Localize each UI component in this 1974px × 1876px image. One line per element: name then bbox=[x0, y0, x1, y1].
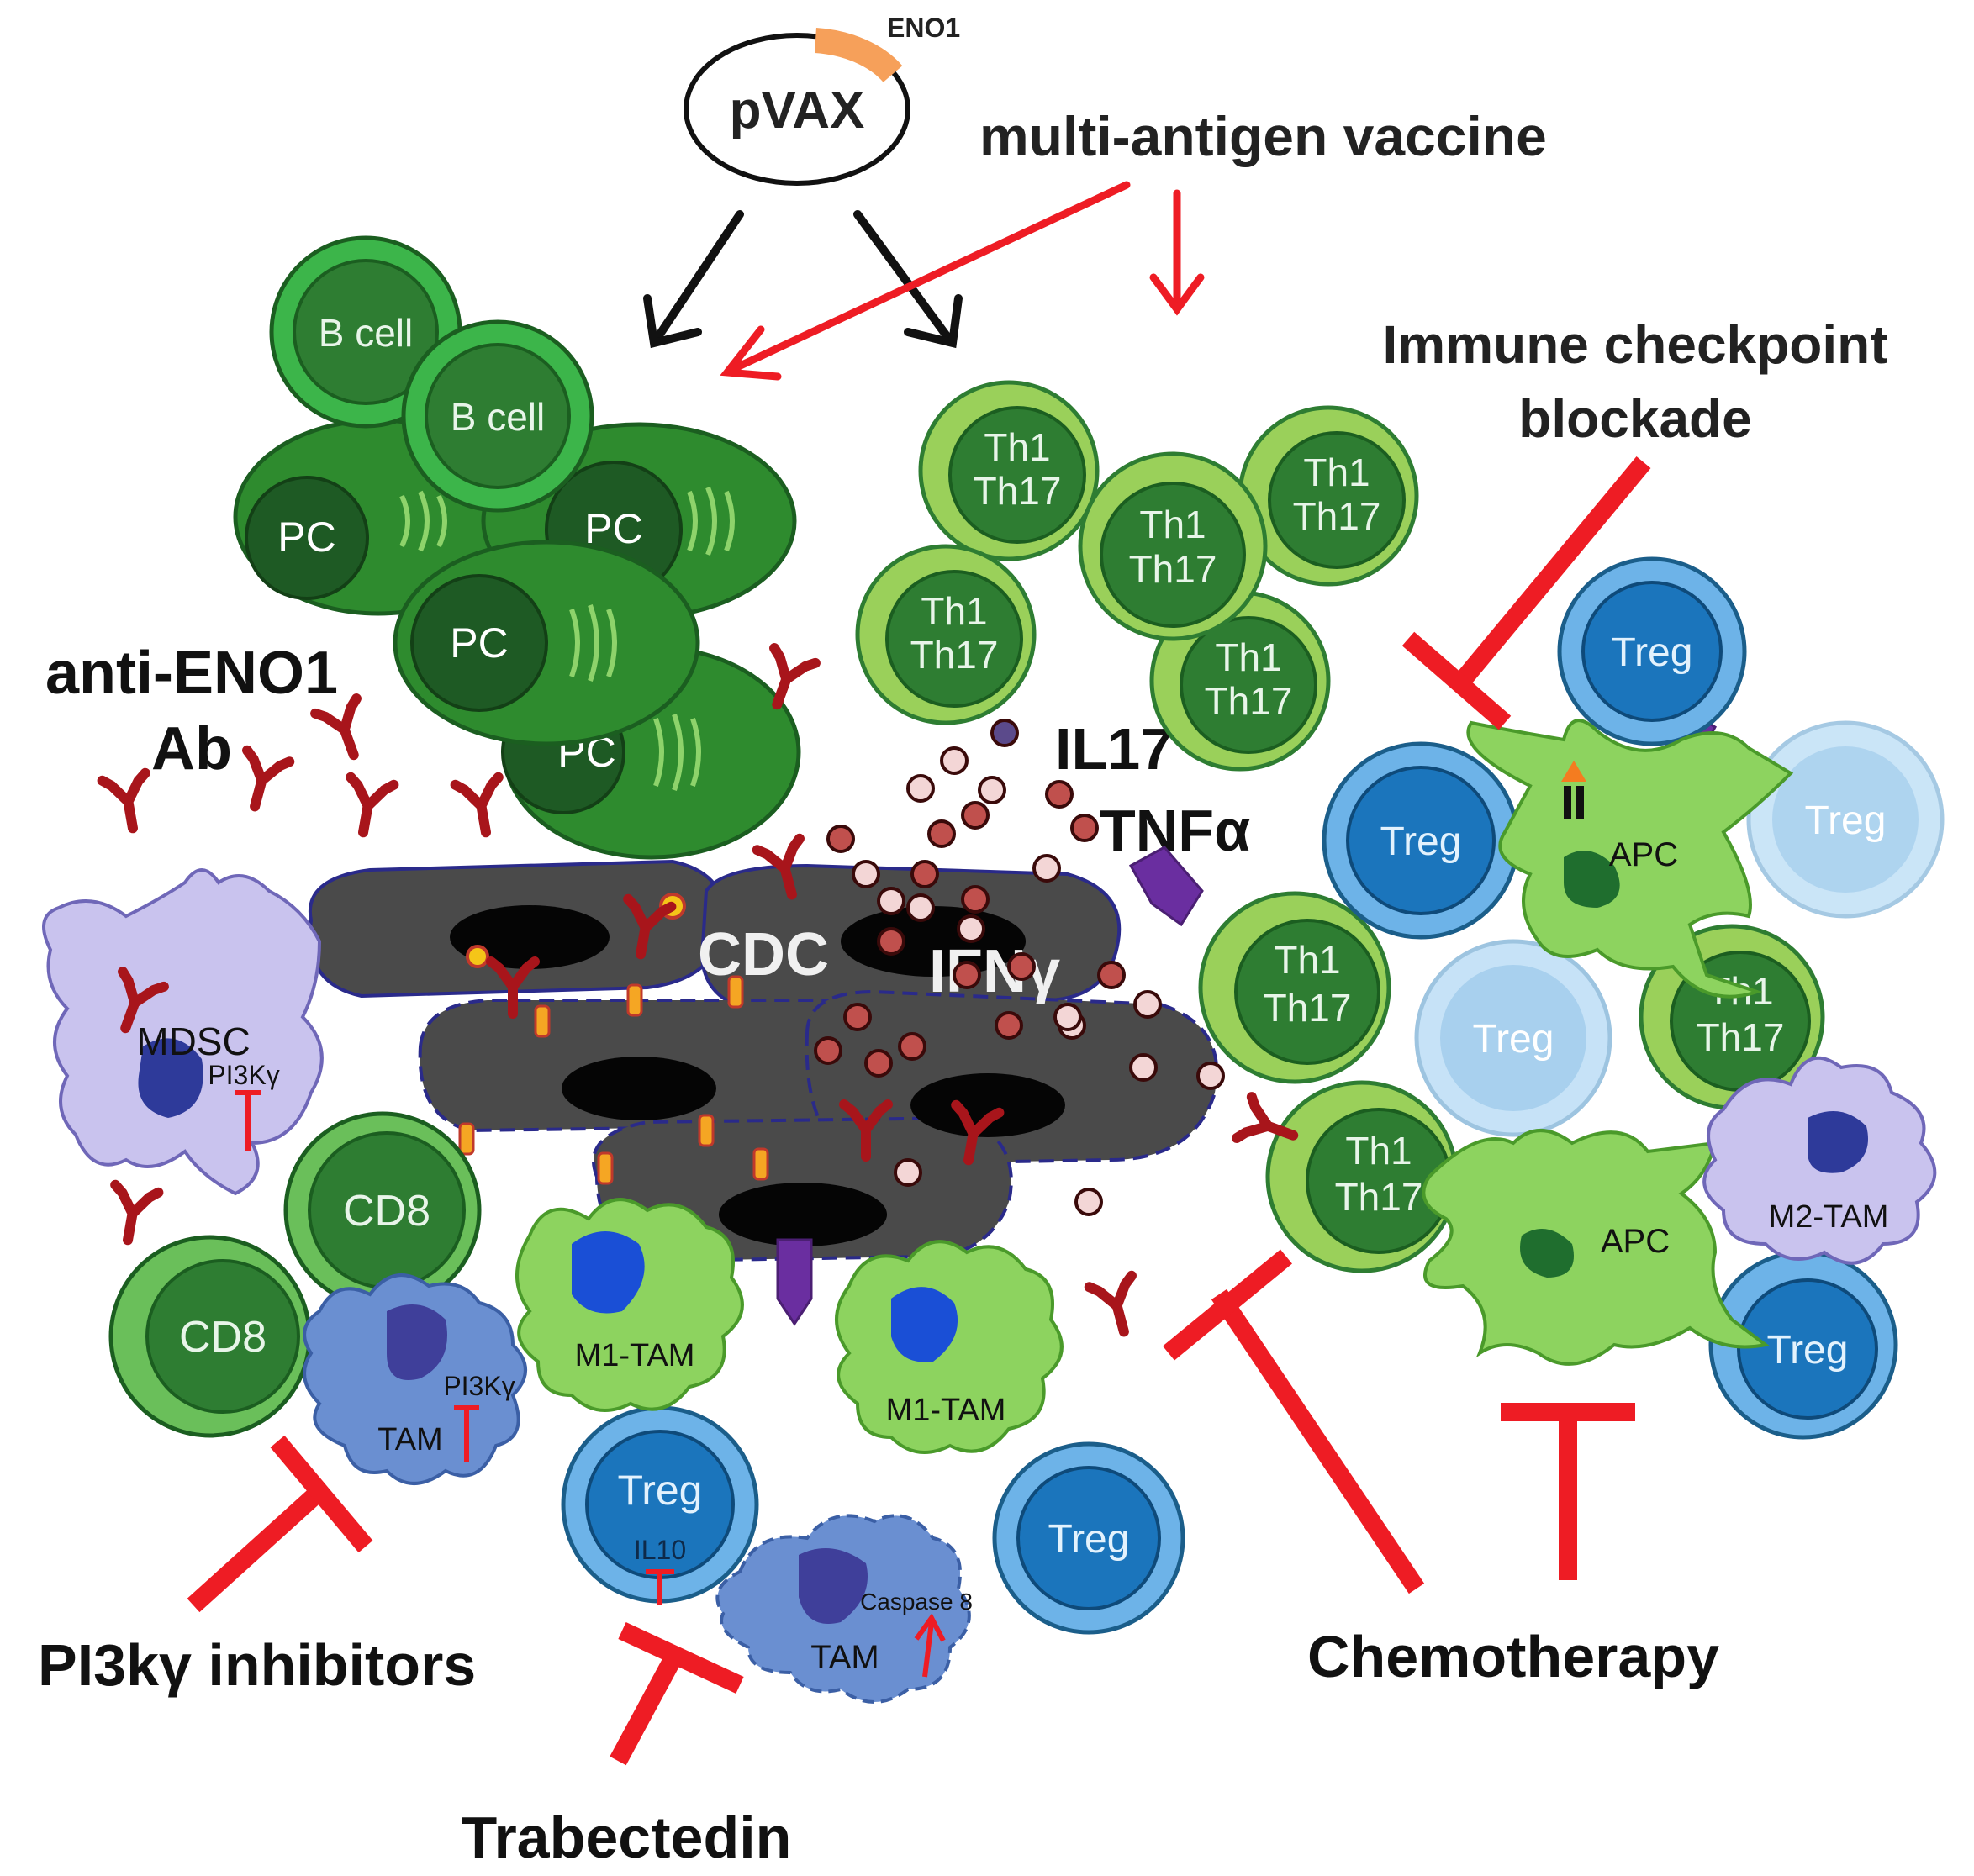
th-cell: Th1 Th17 bbox=[1238, 405, 1419, 587]
th-cell: Th1 Th17 bbox=[855, 544, 1037, 725]
inhibit-pi3k bbox=[187, 1435, 373, 1613]
ifn-label: IFNγ bbox=[929, 938, 1060, 1005]
il10-label: IL10 bbox=[634, 1535, 686, 1565]
treg-cell: Treg bbox=[1557, 556, 1747, 746]
tam-cell: PI3Kγ TAM bbox=[303, 1273, 527, 1485]
treg-label: Treg bbox=[1473, 1017, 1554, 1062]
anti-eno1-label-1: anti-ENO1 bbox=[45, 640, 338, 707]
th17-label: Th17 bbox=[1205, 679, 1293, 723]
th-cell: Th1 Th17 bbox=[918, 380, 1100, 561]
m1-tam-cell: M1-TAM bbox=[835, 1240, 1064, 1454]
treg-cell: Treg bbox=[1708, 1250, 1898, 1440]
th17-label: Th17 bbox=[1293, 494, 1381, 538]
pc-label: PC bbox=[584, 505, 642, 552]
th17-label: Th17 bbox=[1264, 986, 1352, 1030]
tam-label: TAM bbox=[377, 1422, 442, 1457]
checkpoint-label-2: blockade bbox=[1518, 388, 1751, 449]
plasma-cell: PC bbox=[393, 540, 700, 746]
antigen-label: ENO1 bbox=[887, 13, 960, 43]
th1-label: Th1 bbox=[1274, 938, 1340, 982]
inhibit-chemo-1 bbox=[1163, 1249, 1425, 1594]
apc-label: APC bbox=[1609, 836, 1678, 873]
th-cell: Th1 Th17 bbox=[1078, 451, 1268, 641]
m2-tam-cell: M2-TAM bbox=[1702, 1056, 1937, 1265]
tumor-nuclei bbox=[450, 905, 1065, 1246]
trabectedin-label: Trabectedin bbox=[462, 1805, 792, 1870]
pc-label: PC bbox=[450, 619, 508, 667]
th17-label: Th17 bbox=[1335, 1175, 1423, 1219]
th1-label: Th1 bbox=[1215, 635, 1281, 679]
treg-cell: Treg bbox=[992, 1441, 1185, 1635]
apc-label: APC bbox=[1601, 1223, 1670, 1260]
caspase-label: Caspase 8 bbox=[860, 1589, 973, 1615]
th1-label: Th1 bbox=[1303, 451, 1370, 494]
th-cell: Th1 Th17 bbox=[1198, 891, 1391, 1084]
b-cell-label: B cell bbox=[451, 395, 545, 439]
th17-label: Th17 bbox=[1129, 547, 1217, 591]
treg-label: Treg bbox=[1805, 798, 1887, 843]
apc-cell: APC bbox=[1422, 1129, 1770, 1366]
chemotherapy-label: Chemotherapy bbox=[1307, 1624, 1719, 1689]
treg-cell: Treg IL10 bbox=[561, 1405, 759, 1605]
cytokine-dots bbox=[814, 719, 1225, 1216]
inhibit-trabectedin bbox=[610, 1622, 744, 1766]
plasmid-label: pVAX bbox=[730, 82, 865, 140]
th1-label: Th1 bbox=[984, 425, 1050, 469]
m1-tam-cell: M1-TAM bbox=[515, 1198, 744, 1412]
m2-tam-label: M2-TAM bbox=[1769, 1199, 1889, 1235]
inhibit-checkpoint bbox=[1401, 456, 1651, 730]
plasmid-arrows bbox=[643, 210, 963, 349]
th17-label: Th17 bbox=[974, 469, 1062, 513]
tam-caspase-cell: Caspase 8 TAM bbox=[715, 1514, 973, 1704]
m1-tam-label: M1-TAM bbox=[575, 1338, 695, 1373]
tnf-label: TNFα bbox=[1100, 798, 1250, 863]
th1-label: Th1 bbox=[1139, 503, 1206, 546]
cd8-label: CD8 bbox=[343, 1187, 430, 1236]
pc-label: PC bbox=[277, 514, 335, 561]
vaccine-arrows bbox=[720, 181, 1205, 381]
treg-label: Treg bbox=[1612, 630, 1693, 675]
b-cell-label: B cell bbox=[319, 311, 413, 355]
il17-label: IL17 bbox=[1055, 716, 1173, 782]
treg-label: Treg bbox=[1767, 1328, 1849, 1373]
m1-tam-label: M1-TAM bbox=[886, 1393, 1006, 1428]
treg-label: Treg bbox=[1380, 819, 1462, 864]
tam-label: TAM bbox=[810, 1639, 879, 1676]
pi3kg-label: PI3Kγ bbox=[443, 1371, 515, 1401]
plasmid-pvax: pVAX ENO1 bbox=[684, 13, 960, 186]
mdsc-cell: MDSC PI3Kγ bbox=[42, 868, 324, 1196]
treg-label: Treg bbox=[1048, 1517, 1130, 1562]
treg-cell: Treg bbox=[1414, 939, 1612, 1137]
th17-label: Th17 bbox=[910, 633, 999, 677]
treg-label: Treg bbox=[618, 1467, 703, 1514]
checkpoint-label-1: Immune checkpoint bbox=[1383, 314, 1888, 375]
th1-label: Th1 bbox=[921, 589, 987, 633]
treg-cell: Treg bbox=[1746, 720, 1945, 919]
anti-eno1-label-2: Ab bbox=[151, 715, 232, 783]
th1-label: Th1 bbox=[1345, 1129, 1412, 1172]
apc-cell: APC bbox=[1466, 719, 1794, 999]
cd8-cell: CD8 bbox=[283, 1111, 482, 1310]
th17-label: Th17 bbox=[1697, 1015, 1785, 1059]
pi3kg-label: PI3Kγ bbox=[208, 1060, 279, 1090]
vaccine-label: multi-antigen vaccine bbox=[979, 105, 1547, 167]
cd8-label: CD8 bbox=[179, 1313, 267, 1362]
cd8-cell: CD8 bbox=[108, 1235, 312, 1438]
inhibit-chemo-2 bbox=[1501, 1403, 1635, 1580]
pi3k-inhibitors-label: PI3kγ inhibitors bbox=[38, 1632, 476, 1698]
treg-cell: Treg bbox=[1322, 741, 1520, 940]
mdsc-label: MDSC bbox=[136, 1020, 250, 1063]
b-cell: B cell bbox=[401, 319, 594, 513]
cdc-label: CDC bbox=[698, 921, 829, 988]
